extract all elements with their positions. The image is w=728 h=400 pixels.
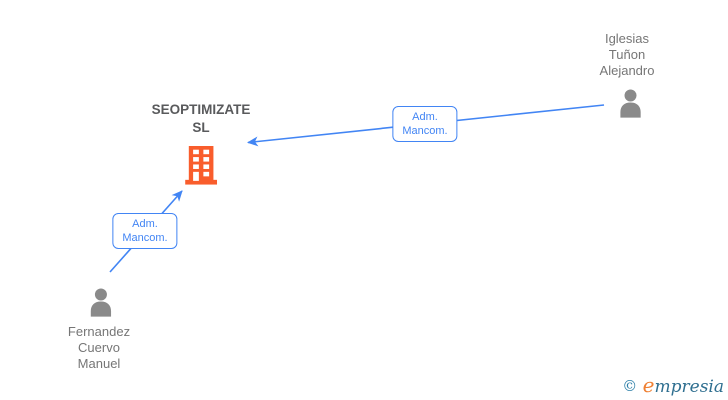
person-name: Fernandez Cuervo Manuel (67, 324, 131, 371)
building-icon (184, 146, 217, 186)
person-icon (615, 88, 647, 118)
edge-label-adm-mancom-top: Adm. Mancom. (392, 106, 458, 142)
node-person-fernandez-cuervo-manuel[interactable]: Fernandez Cuervo Manuel (68, 287, 130, 372)
copyright-icon: © (622, 377, 638, 395)
person-icon (85, 287, 117, 317)
person-name: Iglesias Tuñon Alejandro (599, 31, 655, 78)
node-person-iglesias-tunon-alejandro[interactable]: Iglesias Tuñon Alejandro (599, 31, 655, 118)
empresia-logo: © empresia (622, 373, 724, 397)
node-company-seoptimizate[interactable]: SEOPTIMIZATE SL (151, 101, 251, 186)
company-name: SEOPTIMIZATE SL (151, 102, 251, 135)
edge-label-adm-mancom-bottom: Adm. Mancom. (112, 213, 178, 249)
